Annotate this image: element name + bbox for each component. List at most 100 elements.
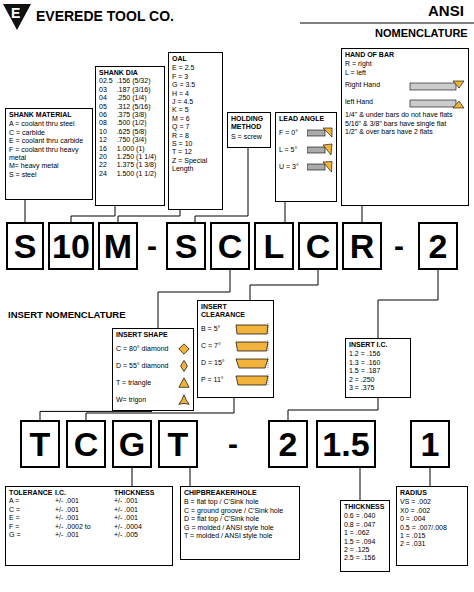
icon-use [181,360,188,371]
box-text: Z = Special Length [172,157,219,174]
box-text: 1/2" & over bars have 2 flats [345,128,465,136]
icon-symbol [178,360,190,372]
icon-row: left Hand [345,94,465,111]
header-label: NOMENCLATURE [375,27,468,39]
box-text: F = [9,523,51,531]
code-letter-box: C [298,222,338,270]
icon-row: U = 3° [279,158,333,175]
box-text: T = triangle [116,379,151,387]
code-letter-box: T [158,420,198,468]
code-letter: G [119,427,145,461]
separator-dash: - [147,229,157,262]
code-letter: M [104,229,132,263]
box-text: 05 [99,103,113,111]
icon-symbol [234,356,270,370]
icon-row: B = 5° [201,321,270,338]
icon-symbol [307,143,333,157]
box-text: G = [9,531,51,539]
box-text: 1.000 (1) [117,145,161,153]
box-heading: CHIPBREAKER/HOLE [184,489,296,497]
box-text: 03 [99,86,113,94]
code-letter-box: 1 [410,420,450,468]
box-text: .187 (3/16) [117,86,161,94]
box-text: 1.3 = .160 [349,359,407,367]
leader-line [190,468,191,486]
icon-symbol [409,78,465,94]
callout-box: INSERT I.C.1.2 = .1561.3 = .1601.5 = .18… [345,338,411,398]
icon-symbol [178,377,190,389]
code-letter: T [168,427,189,461]
header-rule [300,23,474,24]
code-letter-box: C [66,420,106,468]
header-label: ANSI [428,3,464,20]
box-text: C = 80° diamond [116,345,168,353]
box-heading: HOLDING METHOD [231,115,267,132]
box-text: D = flat top / C'Sink hole [184,515,296,523]
leader-line [362,206,363,222]
code-letter: 10 [52,229,90,263]
code-letter: C [306,229,331,263]
callout-box: SHANK MATERIALA = coolant thru steelC = … [5,108,93,200]
code-letter-box: S [166,222,206,270]
icon-symbol [409,95,465,111]
code-letter: S [175,229,198,263]
box-text: L = left [345,69,465,77]
icon-use [307,161,332,172]
leader-line [118,210,180,222]
box-heading: INSERT CLEARANCE [201,303,270,320]
box-text: 1.250 (1 1/4) [117,153,161,161]
box-text: 24 [99,170,113,178]
section-heading: INSERT NOMENCLATURE [8,310,126,320]
box-text: X0 = .002 [400,507,464,515]
leader-line [378,270,438,338]
leader-line [360,468,361,500]
icon-symbol [178,394,190,406]
box-heading: TOLERANCE [9,489,51,497]
box-text: 2 = .031 [400,540,464,548]
code-letter: L [264,229,285,263]
icon-symbol [234,339,270,353]
code-letter-box: M [98,222,138,270]
box-text: 2 = .250 [349,376,407,384]
box-text: 0.5 = .007/.008 [400,524,464,532]
box-text: 5/16" & 3/8" bars have single flat [345,120,465,128]
box-text: 04 [99,94,113,102]
box-text: 06 [99,111,113,119]
box-heading: I.C. [55,489,110,497]
box-heading: OAL [172,55,219,63]
leader-line [288,398,378,420]
icon-use [236,323,268,335]
callout-box: HOLDING METHODS = screw [227,112,271,148]
box-text: R = 8 [172,132,219,140]
box-text: 0.8 = .047 [344,521,386,529]
logo-triangle [3,4,31,30]
box-text: M= heavy metal [9,162,89,170]
icon-row: P = 11° [201,372,270,389]
box-text: +/- .001 [114,514,169,522]
callout-box: HAND OF BARR = rightL = leftRight Handle… [341,48,469,206]
code-letter: T [30,427,51,461]
box-text: P = 11° [201,376,224,384]
box-text: M = 6 [172,115,219,123]
code-letter-box: 2 [418,222,458,270]
box-text: E = [9,514,51,522]
icon-use [410,100,464,108]
icon-row: F = 0° [279,124,333,141]
leader-line [285,202,286,222]
code-letter-box: 1.5 [316,420,376,468]
box-text: 0.6 = .040 [344,512,386,520]
leader-line [86,398,234,420]
box-text: B = flat top / C'Sink hole [184,498,296,506]
icon-use [179,344,189,354]
box-text: +/- .0004 [114,523,169,531]
box-text: F = coolant thru heavy metal [9,146,89,163]
box-text: .625 (5/8) [117,128,161,136]
box-text: W= trigon [116,396,146,404]
box-text: 1.375 (1 3/8) [117,161,161,169]
box-text: +/- .001 [114,497,169,505]
box-text: S = 10 [172,140,219,148]
box-heading: RADIUS [400,489,464,497]
icon-row: C = 7° [201,338,270,355]
box-text: C = carbide [9,129,89,137]
